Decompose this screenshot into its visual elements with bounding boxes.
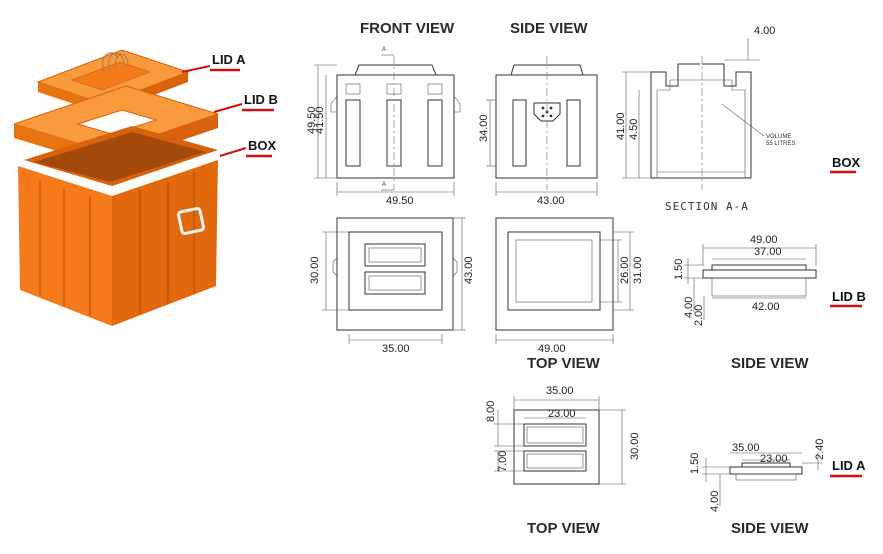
dim-top2-h1: 26.00 — [619, 256, 631, 284]
top-view-lid-a-drawing: 35.00 23.00 8.00 7.00 30.00 — [485, 385, 641, 485]
dim-lida-side-t: 4.00 — [709, 491, 721, 512]
dim-lidb-w2: 37.00 — [754, 246, 782, 258]
dim-lida-inner-w: 23.00 — [548, 408, 576, 420]
side-view-lid-b-drawing: 49.00 37.00 1.50 4.00 2.00 42.00 — [673, 234, 817, 326]
side-view-lid-a-drawing: 35.00 23.00 1.50 2.40 4.00 — [689, 439, 826, 512]
dim-front-width: 49.50 — [386, 195, 414, 207]
label-lid-a-right: LID A — [830, 458, 866, 478]
dim-top-box-width: 35.00 — [382, 343, 410, 355]
svg-text:LID B: LID B — [832, 289, 866, 304]
top-view-lid-b-drawing: 26.00 31.00 49.00 — [495, 217, 644, 355]
dim-section-offset: 4.50 — [628, 119, 640, 140]
section-title: SECTION A-A — [665, 200, 749, 213]
dim-lida-h: 7.00 — [497, 451, 509, 472]
box-3d — [18, 126, 218, 326]
dim-top-box-depth: 43.00 — [463, 256, 475, 284]
dim-lida-side-h1: 1.50 — [689, 453, 701, 474]
front-view-title: FRONT VIEW — [360, 20, 455, 37]
section-marker-bottom: A — [382, 182, 386, 188]
label-lid-b-right: LID B — [830, 289, 866, 308]
svg-text:BOX: BOX — [832, 155, 861, 170]
section-aa-drawing: 4.00 41.00 4.50 VOLUME 55 LITRES — [615, 25, 795, 190]
dim-lidb-w3: 42.00 — [752, 301, 780, 313]
dim-lida-side-h2: 2.40 — [814, 439, 826, 460]
dim-lida-side-w2: 23.00 — [760, 453, 788, 465]
dim-top-box-height: 30.00 — [309, 256, 321, 284]
svg-text:LID B: LID B — [244, 92, 278, 107]
top-view-box-drawing: 30.00 43.00 35.00 — [309, 217, 475, 355]
label-box: BOX — [219, 138, 277, 158]
dim-front-height-inner: 41.50 — [314, 106, 326, 134]
side-view-title-2: SIDE VIEW — [731, 355, 809, 372]
dim-side-width: 43.00 — [537, 195, 565, 207]
label-box-right: BOX — [830, 155, 861, 174]
dim-top2-h2: 31.00 — [632, 256, 644, 284]
dim-lidb-w1: 49.00 — [750, 234, 778, 246]
label-lid-a: LID A — [181, 52, 246, 73]
side-view-title-3: SIDE VIEW — [731, 520, 809, 537]
dim-lida-side-w1: 35.00 — [732, 442, 760, 454]
dim-side-height: 34.00 — [478, 114, 490, 142]
box-3d-illustration — [12, 49, 220, 326]
label-lid-b: LID B — [213, 92, 278, 113]
top-view-title-1: TOP VIEW — [527, 355, 601, 372]
side-view-title: SIDE VIEW — [510, 20, 588, 37]
note-volume-line1: VOLUME — [766, 134, 791, 140]
svg-text:BOX: BOX — [248, 138, 277, 153]
dim-lidb-h: 1.50 — [673, 259, 685, 280]
front-view-drawing: A A 49.50 41.50 49.50 — [306, 47, 461, 207]
dim-section-height: 41.00 — [615, 112, 627, 140]
dim-top2-width: 49.00 — [538, 343, 566, 355]
dim-front-height-outer: 49.50 — [306, 106, 318, 134]
side-view-drawing: 34.00 43.00 — [478, 56, 598, 207]
svg-text:LID A: LID A — [212, 52, 246, 67]
dim-lida-gap: 8.00 — [485, 401, 497, 422]
section-marker-top: A — [382, 47, 386, 53]
dim-lida-total-h: 30.00 — [629, 432, 641, 460]
note-volume-line2: 55 LITRES — [766, 141, 795, 147]
dim-lida-top-w: 35.00 — [546, 385, 574, 397]
dim-section-top: 4.00 — [754, 25, 775, 37]
dim-lidb-t2: 2.00 — [693, 305, 705, 326]
svg-text:LID A: LID A — [832, 458, 866, 473]
dim-lidb-t1: 4.00 — [683, 297, 695, 318]
top-view-title-2: TOP VIEW — [527, 520, 601, 537]
